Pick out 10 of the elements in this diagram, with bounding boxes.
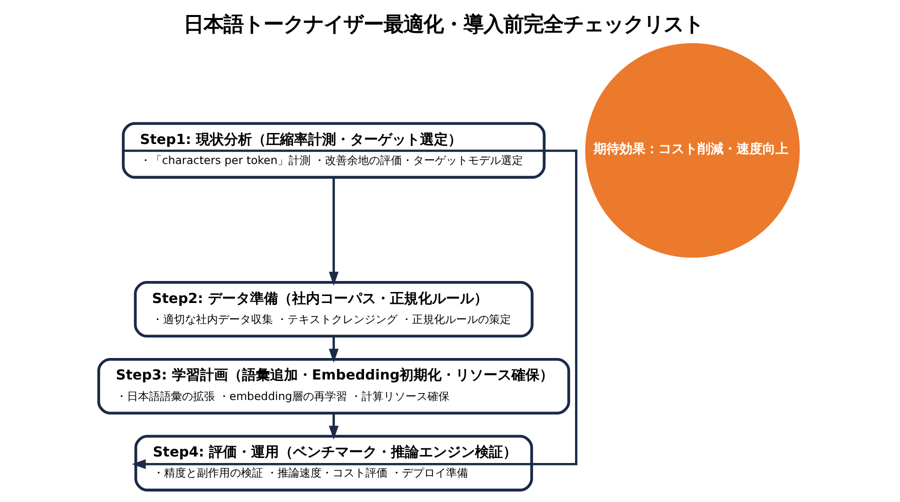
arrow <box>123 150 578 469</box>
node-box: Step3: 学習計画（語彙追加・Embedding初期化・リソース確保） ・日本語語彙の拡張 ・embedding層の再学習 ・計算リソース確保 <box>97 358 570 414</box>
node-circle: 期待効果：コスト削減・速度向上 <box>582 40 803 260</box>
arrow <box>328 177 339 286</box>
arrow <box>328 336 339 363</box>
arrow <box>328 413 339 440</box>
node-box: Step4: 評価・運用（ベンチマーク・推論エンジン検証） ・精度と副作用の検証 ・推論速度・コスト評価 ・デプロイ準備 <box>134 434 534 492</box>
diagram-title: 日本語トークナイザー最適化・導入前完全チェックリスト <box>183 12 704 36</box>
node-box: Step1: 現状分析（圧縮率計測・ターゲット選定） ・「characters per token」計測 ・改善余地の評価・ターゲットモデル選定 <box>122 122 546 179</box>
node-box: Step2: データ準備（社内コーパス・正規化ルール） ・適切な社内データ収集 ・テキストクレンジング ・正規化ルールの策定 <box>134 281 534 338</box>
